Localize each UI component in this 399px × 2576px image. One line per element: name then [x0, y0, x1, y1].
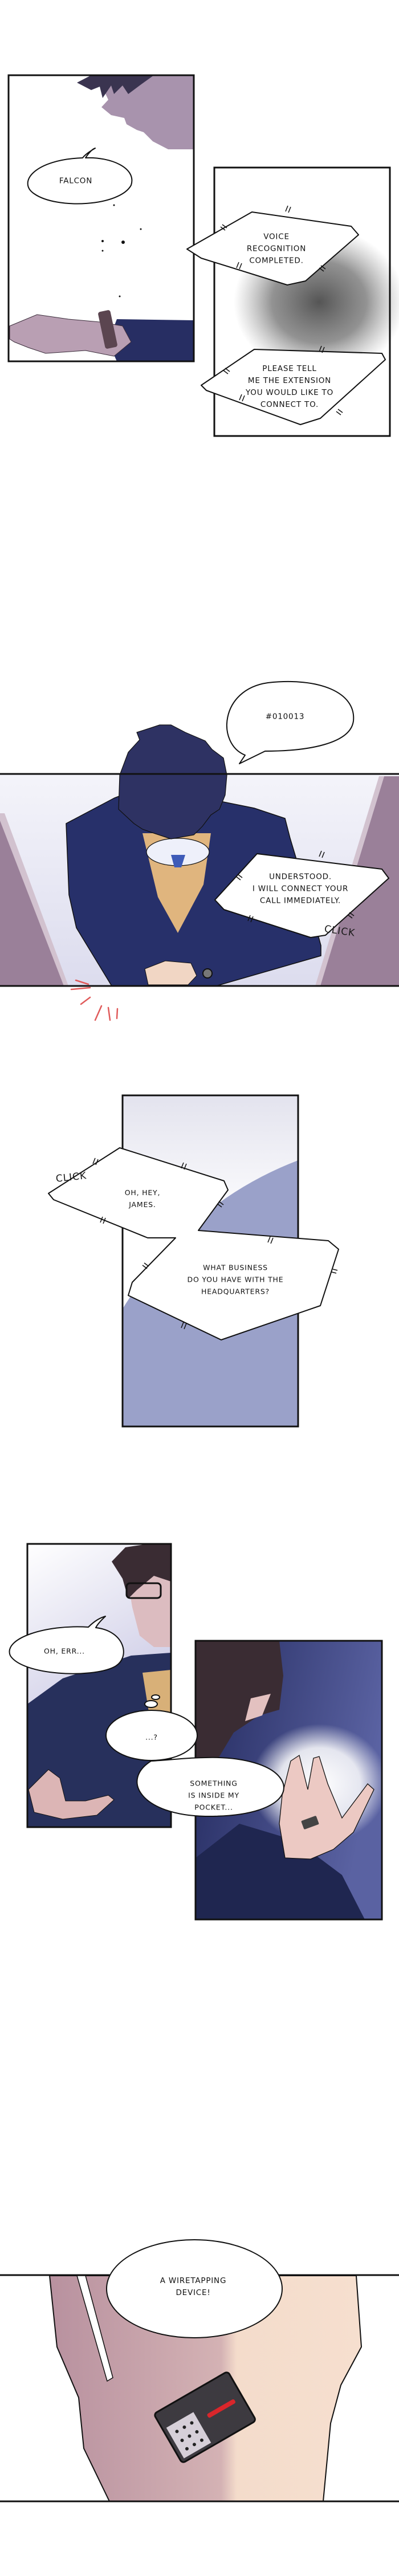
wristwatch: [202, 968, 213, 979]
bubble-falcon: [27, 148, 133, 205]
bubble-headquarters: [48, 1147, 339, 1340]
system-extension-prompt: PLEASE TELL ME THE EXTENSION YOU WOULD L…: [245, 364, 334, 409]
bubble-thought: [105, 1694, 198, 1761]
bubble-understood: [214, 853, 389, 938]
suit: [27, 1653, 171, 1827]
bubble-wiretap: [106, 2239, 283, 2338]
phone-what-business: WHAT BUSINESS DO YOU HAVE WITH THE HEADQ…: [187, 1263, 284, 1296]
speech-oh-err: OH, ERR...: [44, 1646, 85, 1656]
system-understood: UNDERSTOOD. I WILL CONNECT YOUR CALL IMM…: [252, 872, 349, 906]
system-voice-recognition: VOICE RECOGNITION COMPLETED.: [246, 232, 307, 266]
bubble-pocket: [136, 1756, 284, 1817]
hand: [28, 1769, 115, 1820]
ear: [245, 1694, 271, 1721]
hand: [279, 1754, 374, 1860]
head: [196, 1641, 283, 1767]
hands: [144, 960, 197, 985]
hair: [118, 724, 227, 839]
impact-marks: [70, 979, 119, 1021]
face-profile: [100, 75, 194, 149]
speech-wiretapping-device: A WIRETAPPING DEVICE!: [160, 2276, 227, 2297]
watch: [98, 310, 117, 349]
panel-wiretap: [0, 2274, 399, 2502]
bubble-extension: [226, 680, 355, 764]
panel-pocket-hand: [194, 1640, 388, 1921]
tick-marks: [92, 205, 355, 1330]
bubble-oh-err: [9, 1616, 124, 1674]
bubble-please: [201, 349, 386, 425]
speech-extension-number: #010013: [265, 712, 305, 722]
speech-something-pocket: SOMETHING IS INSIDE MY POCKET...: [188, 1779, 239, 1812]
wiretapping-device: [154, 2371, 256, 2463]
bubble-voice: [186, 211, 359, 286]
shoulder: [196, 1824, 365, 1919]
hair: [77, 75, 154, 98]
panel-falcon: [7, 74, 195, 362]
phone-oh-hey: OH, HEY, JAMES.: [124, 1188, 161, 1209]
tie: [171, 855, 185, 867]
thought-question: ...?: [145, 1733, 158, 1742]
device-small: [301, 1816, 319, 1829]
glasses: [125, 1582, 162, 1599]
sleeve: [108, 319, 194, 361]
speech-falcon: FALCON: [59, 176, 93, 186]
